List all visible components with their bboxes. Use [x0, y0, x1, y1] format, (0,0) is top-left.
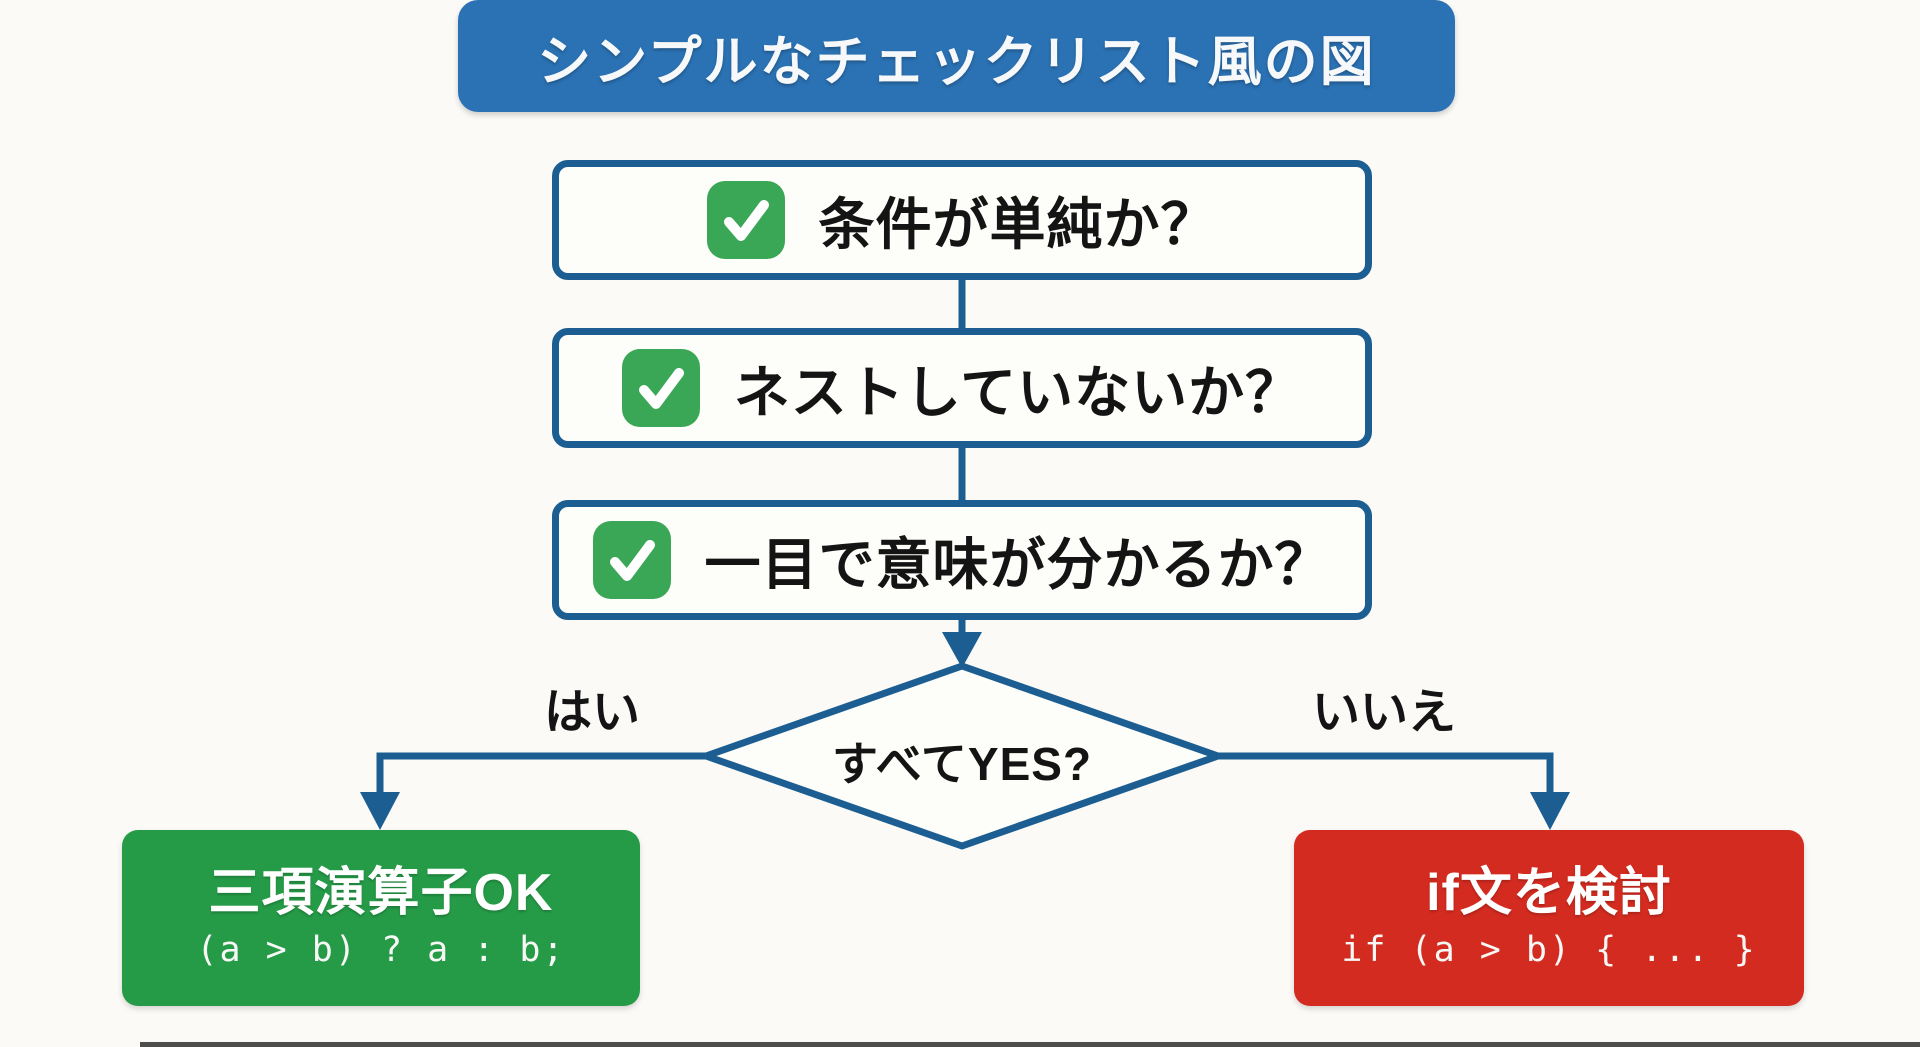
outcome-title: 三項演算子OK — [208, 863, 554, 922]
check-icon — [592, 521, 671, 599]
checklist-item-3: 一目で意味が分かるか？ — [552, 500, 1372, 620]
decision-label: すべてYES? — [831, 738, 1093, 790]
branch-label-yes: はい — [543, 686, 640, 739]
title-banner: シンプルなチェックリスト風の図 — [458, 0, 1455, 112]
checklist-item-label: 一目で意味が分かるか？ — [704, 532, 1332, 596]
checklist-item-label: 条件が単純か？ — [818, 192, 1218, 256]
check-icon — [706, 181, 785, 259]
outcome-ternary-ok: 三項演算子OK (a > b) ? a : b; — [122, 830, 640, 1006]
page-title: シンプルなチェックリスト風の図 — [537, 31, 1376, 92]
checklist-item-2: ネストしていないか？ — [552, 328, 1372, 448]
decision-diamond — [702, 662, 1222, 850]
check-icon — [621, 349, 700, 427]
outcome-code-snippet: if (a > b) { ... } — [1341, 930, 1757, 971]
outcome-if-statement: if文を検討 if (a > b) { ... } — [1294, 830, 1804, 1006]
bottom-edge-line — [140, 1042, 1920, 1047]
outcome-title: if文を検討 — [1426, 863, 1672, 922]
outcome-code-snippet: (a > b) ? a : b; — [196, 930, 566, 971]
checklist-item-label: ネストしていないか？ — [733, 360, 1303, 424]
checklist-item-1: 条件が単純か？ — [552, 160, 1372, 280]
branch-label-no: いいえ — [1311, 686, 1456, 739]
